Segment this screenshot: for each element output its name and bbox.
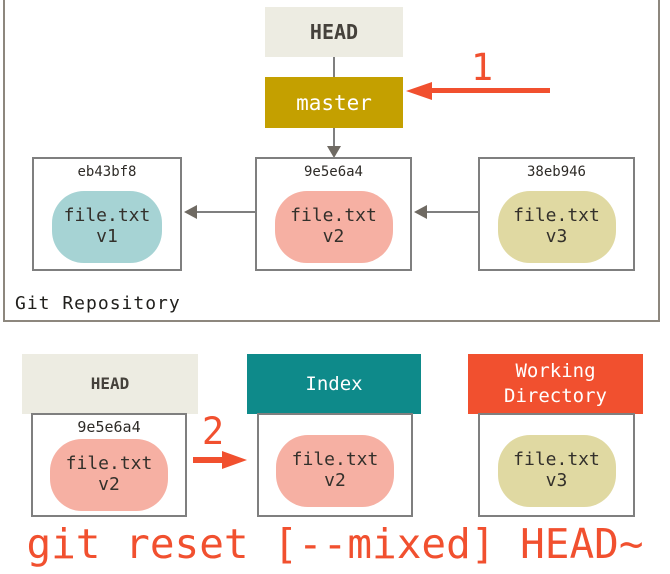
master-branch-box: master: [265, 77, 403, 128]
commit3-to-commit2-arrowhead-icon: [414, 205, 427, 219]
head-commit-hash: 9e5e6a4: [77, 418, 141, 436]
git-repository-box: Git Repository: [3, 0, 660, 322]
step1-arrow-line: [431, 88, 550, 93]
commit-hash: 9e5e6a4: [303, 164, 363, 180]
file-snapshot-blob: file.txt v2: [50, 439, 168, 511]
working-directory-label: Working Directory: [504, 360, 607, 407]
commit3-to-commit2-arrow-line: [426, 211, 478, 213]
file-name: file.txt: [513, 205, 600, 227]
commit2-to-commit1-arrow-line: [196, 211, 255, 213]
commit-hash: 38eb946: [526, 164, 586, 180]
file-name: file.txt: [63, 205, 151, 227]
file-snapshot-blob: file.txt v3: [497, 191, 616, 263]
head-pointer-box: HEAD: [265, 7, 403, 57]
file-name: file.txt: [513, 449, 600, 471]
file-snapshot-blob: file.txt v2: [276, 435, 394, 507]
step2-arrow-line: [193, 457, 223, 463]
working-directory-header: Working Directory: [468, 354, 643, 414]
step2-number: 2: [201, 410, 225, 453]
index-area-label: Index: [305, 372, 363, 395]
file-name: file.txt: [65, 453, 153, 475]
head-area-header: HEAD: [22, 354, 198, 414]
head-to-master-connector: [333, 57, 335, 77]
commit2-to-commit1-arrowhead-icon: [184, 205, 197, 219]
step2-arrowhead-icon: [222, 451, 247, 469]
file-snapshot-blob: file.txt v2: [274, 191, 393, 263]
file-version: v3: [545, 470, 568, 491]
head-area-label: HEAD: [90, 373, 130, 393]
file-name: file.txt: [291, 449, 379, 471]
master-branch-label: master: [296, 90, 372, 115]
working-directory-body: file.txt v3: [478, 413, 635, 517]
command-caption: git reset [--mixed] HEAD~: [26, 520, 644, 568]
file-name: file.txt: [290, 205, 377, 227]
commit-box-9e5e6a4: 9e5e6a4 file.txt v2: [255, 157, 412, 271]
file-version: v1: [96, 226, 118, 247]
file-snapshot-blob: file.txt v1: [52, 191, 162, 263]
commit-box-eb43bf8: eb43bf8 file.txt v1: [32, 157, 182, 271]
step1-arrowhead-icon: [406, 82, 432, 100]
head-area-body: 9e5e6a4 file.txt v2: [31, 413, 187, 517]
master-to-commit-arrowhead-icon: [327, 146, 341, 158]
file-version: v2: [98, 474, 120, 495]
file-version: v2: [324, 470, 346, 491]
index-area-body: file.txt v2: [257, 413, 413, 517]
file-snapshot-blob: file.txt v3: [497, 435, 616, 507]
master-to-commit-arrow-line: [333, 128, 335, 147]
commit-hash: eb43bf8: [77, 164, 137, 180]
file-version: v3: [545, 226, 568, 247]
commit-box-38eb946: 38eb946 file.txt v3: [478, 157, 635, 271]
step1-number: 1: [470, 46, 494, 89]
head-pointer-label: HEAD: [309, 20, 359, 44]
file-version: v2: [322, 226, 345, 247]
index-area-header: Index: [247, 354, 421, 414]
git-repository-label: Git Repository: [15, 293, 181, 314]
